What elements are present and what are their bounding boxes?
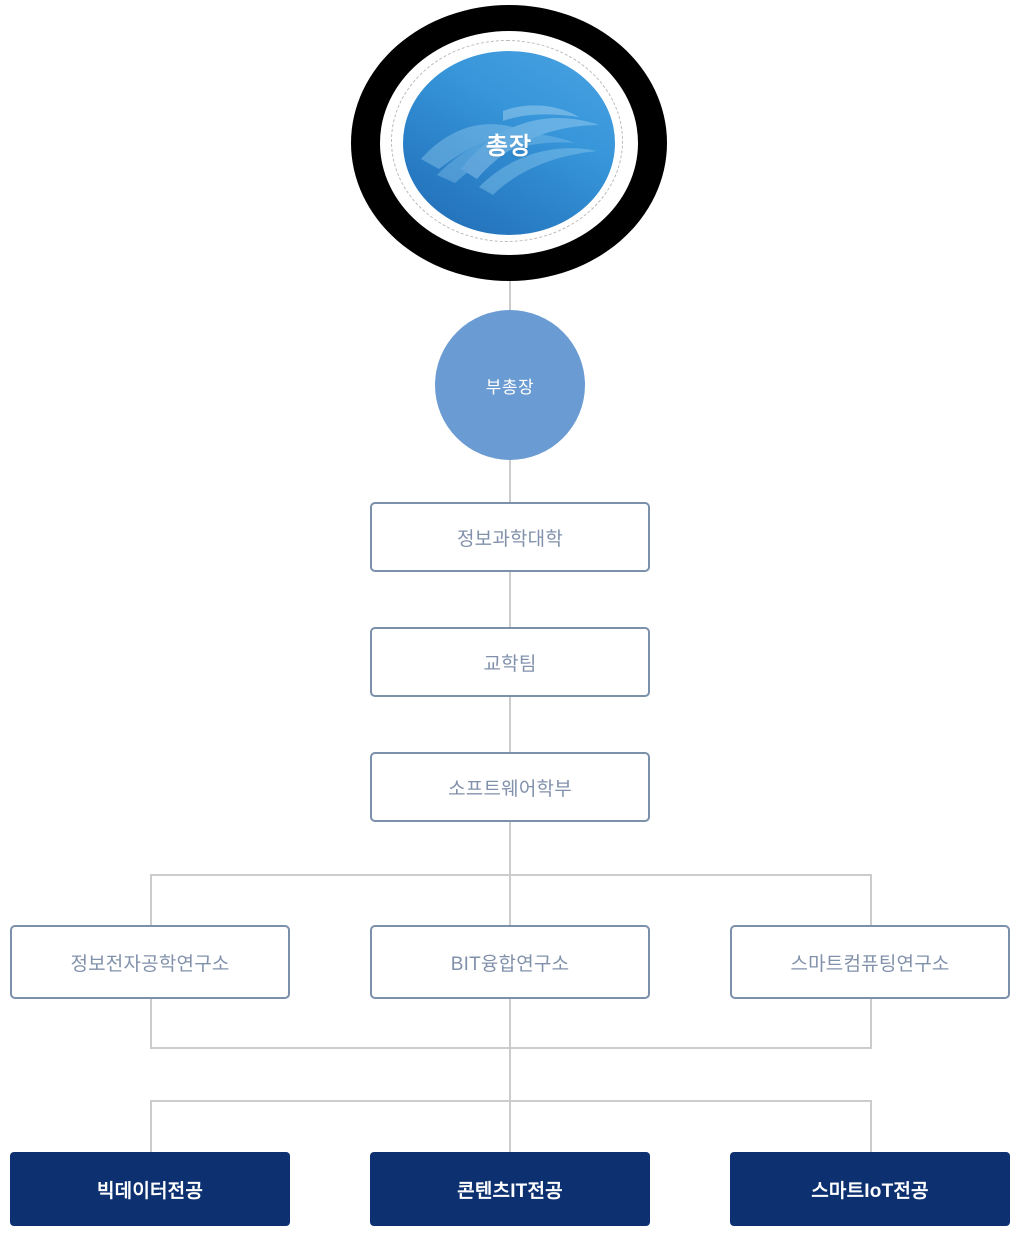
bracket-institutes-bottom (150, 1047, 872, 1049)
connector-division-down (509, 820, 511, 875)
connector-college-to-team (509, 570, 511, 628)
node-college[interactable]: 정보과학대학 (370, 502, 650, 572)
bracket-stub-institute-left-down (150, 998, 152, 1048)
node-institute-information-electronics[interactable]: 정보전자공학연구소 (10, 925, 290, 999)
bracket-institutes-top (150, 874, 872, 876)
connector-team-to-division (509, 695, 511, 753)
president-label: 총장 (485, 132, 533, 160)
institute-label: 스마트컴퓨팅연구소 (790, 953, 950, 975)
major-label: 빅데이터전공 (96, 1180, 204, 1202)
node-major-bigdata[interactable]: 빅데이터전공 (10, 1152, 290, 1226)
major-label: 콘텐츠IT전공 (457, 1180, 563, 1202)
bracket-majors-top (150, 1100, 872, 1102)
institute-label: 정보전자공학연구소 (70, 953, 230, 975)
node-major-contents-it[interactable]: 콘텐츠IT전공 (370, 1152, 650, 1226)
node-vice-president[interactable]: 부총장 (435, 310, 585, 460)
node-institute-bit-convergence[interactable]: BIT융합연구소 (370, 925, 650, 999)
president-circle: 총장 (403, 51, 615, 235)
node-academic-team[interactable]: 교학팀 (370, 627, 650, 697)
academic-team-label: 교학팀 (483, 653, 537, 675)
bracket-stub-institute-right-down (870, 998, 872, 1048)
vice-president-label: 부총장 (485, 377, 535, 397)
node-president[interactable]: 총장 (351, 5, 667, 281)
bracket-stub-major-right (870, 1100, 872, 1153)
president-dashed-ring (391, 40, 623, 242)
institute-label: BIT융합연구소 (450, 953, 570, 975)
major-label: 스마트IoT전공 (811, 1180, 929, 1202)
bracket-stub-institute-center (509, 874, 511, 926)
bracket-stub-institute-left (150, 874, 152, 926)
node-major-smart-iot[interactable]: 스마트IoT전공 (730, 1152, 1010, 1226)
software-division-label: 소프트웨어학부 (448, 778, 572, 800)
bracket-stub-institute-right (870, 874, 872, 926)
node-software-division[interactable]: 소프트웨어학부 (370, 752, 650, 822)
connector-center-spine (509, 998, 511, 1153)
bracket-stub-major-left (150, 1100, 152, 1153)
connector-vice-to-college (509, 458, 511, 503)
college-label: 정보과학대학 (456, 528, 564, 550)
node-institute-smart-computing[interactable]: 스마트컴퓨팅연구소 (730, 925, 1010, 999)
connector-president-to-vice (509, 272, 511, 314)
